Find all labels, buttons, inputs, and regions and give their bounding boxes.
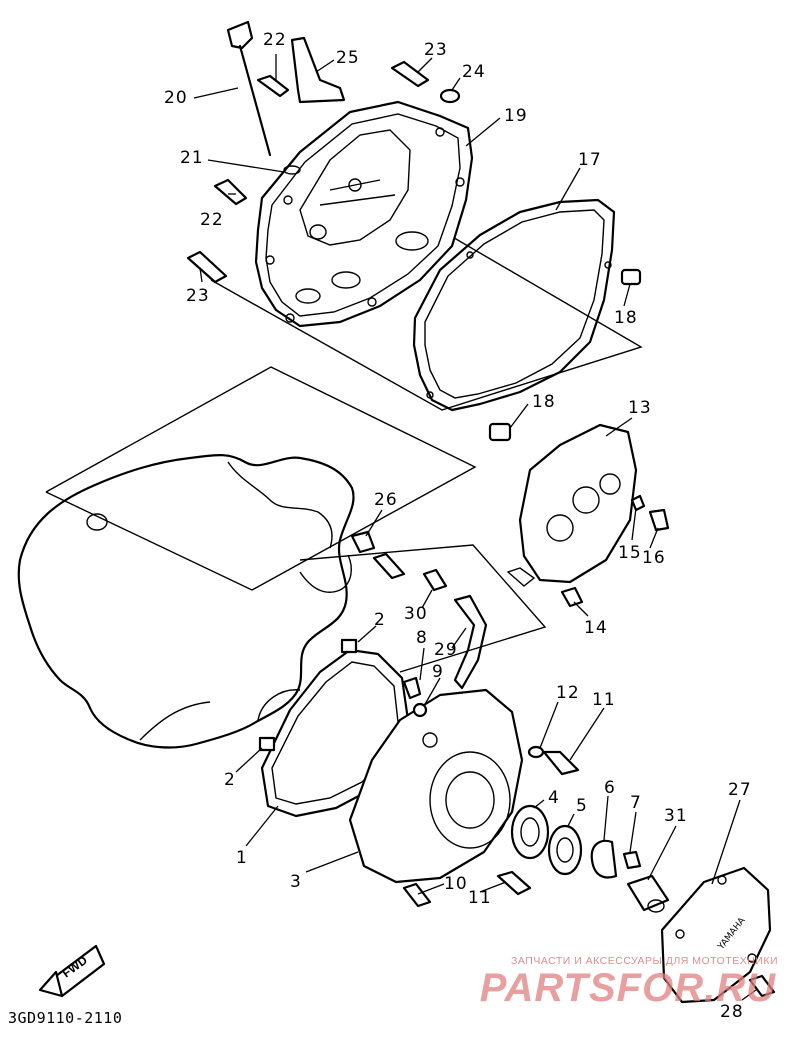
callout-18b: 18 xyxy=(532,392,556,412)
dowel-pins xyxy=(488,268,642,442)
callout-1: 1 xyxy=(236,848,248,868)
seals-bearing xyxy=(510,804,642,879)
callout-17: 17 xyxy=(578,150,602,170)
callout-29: 29 xyxy=(434,640,458,660)
callout-15: 15 xyxy=(618,543,642,563)
callout-6: 6 xyxy=(604,778,616,798)
gasket-17 xyxy=(412,198,616,412)
callout-3: 3 xyxy=(290,872,302,892)
callout-4: 4 xyxy=(548,788,560,808)
callout-25: 25 xyxy=(336,48,360,68)
callout-2a: 2 xyxy=(374,610,386,630)
callout-21: 21 xyxy=(180,148,204,168)
callout-19: 19 xyxy=(504,106,528,126)
callout-16: 16 xyxy=(642,548,666,568)
watermark-logo: PARTSFOR.RU xyxy=(479,966,776,1010)
outer-cover-27: YAMAHA xyxy=(660,866,776,1004)
assembly-guide-lines xyxy=(45,217,643,673)
bolts-lower xyxy=(402,745,580,908)
dipstick xyxy=(226,20,301,175)
callout-22b: 22 xyxy=(200,210,224,230)
sprocket-cover xyxy=(506,423,670,608)
diagram-code: 3GD9110-2110 xyxy=(8,1009,123,1027)
callout-8: 8 xyxy=(416,628,428,648)
callout-26: 26 xyxy=(374,490,398,510)
callout-leaders xyxy=(193,54,757,1001)
crankcase-outline xyxy=(17,454,355,749)
generator-cover xyxy=(258,638,524,884)
callout-14: 14 xyxy=(584,618,608,638)
watermark-tagline: ЗАПЧАСТИ И АКСЕССУАРЫ ДЛЯ МОТОТЕХНИКИ xyxy=(511,955,778,967)
callout-7: 7 xyxy=(630,793,642,813)
callout-27: 27 xyxy=(728,780,752,800)
fwd-arrow: FWD xyxy=(38,944,106,998)
callout-12: 12 xyxy=(556,683,580,703)
callout-13: 13 xyxy=(628,398,652,418)
callout-28: 28 xyxy=(720,1002,744,1022)
callout-31: 31 xyxy=(664,806,688,826)
callout-22a: 22 xyxy=(263,30,287,50)
callout-11b: 11 xyxy=(468,888,492,908)
callout-2b: 2 xyxy=(224,770,236,790)
callout-11a: 11 xyxy=(592,690,616,710)
callout-30: 30 xyxy=(404,604,428,624)
callout-5: 5 xyxy=(576,796,588,816)
clutch-cover xyxy=(254,100,474,328)
spacer-31 xyxy=(626,874,670,913)
callout-23a: 23 xyxy=(424,40,448,60)
callout-10: 10 xyxy=(444,874,468,894)
callout-23b: 23 xyxy=(186,286,210,306)
callout-24: 24 xyxy=(462,62,486,82)
callout-9: 9 xyxy=(432,662,444,682)
small-parts-mid xyxy=(350,530,488,690)
bolts-upper xyxy=(186,36,461,284)
callout-20: 20 xyxy=(164,88,188,108)
callout-18a: 18 xyxy=(614,308,638,328)
